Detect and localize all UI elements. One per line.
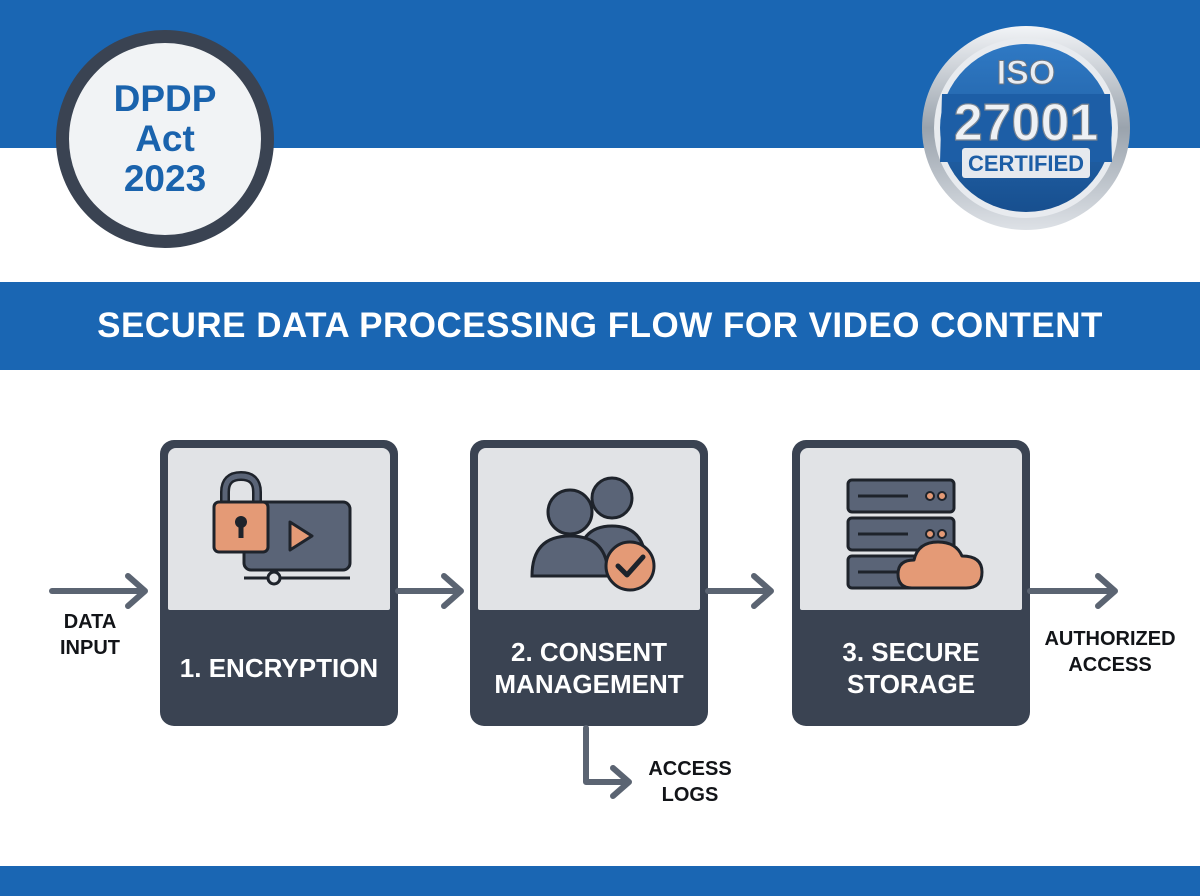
step-card-consent: 2. CONSENT MANAGEMENT [470,440,708,726]
step-card-storage: 3. SECURE STORAGE [792,440,1030,726]
step-card-icon-area [478,448,700,610]
output-arrow [1027,573,1118,609]
dpdp-badge-line: DPDP [113,78,217,119]
flow-arrow [705,573,774,609]
diagram-title: SECURE DATA PROCESSING FLOW FOR VIDEO CO… [97,306,1103,345]
iso-seal-graphic: ISO 27001 CERTIFIED [922,26,1130,230]
iso-seal-text: 27001 [954,94,1099,152]
dpdp-act-badge: DPDP Act 2023 [56,30,274,248]
step-label-line: MANAGEMENT [494,669,684,699]
iso-certified-seal: ISO 27001 CERTIFIED [920,24,1132,232]
bottom-banner [0,866,1200,896]
access-logs-label-line: ACCESS [648,758,732,780]
dpdp-badge-line: 2023 [123,158,207,199]
iso-seal-text: CERTIFIED [968,151,1084,176]
branch-arrow [583,725,632,799]
step-card-icon-area [800,448,1022,610]
step-label-line: STORAGE [846,669,976,699]
dpdp-badge-line: Act [135,118,195,159]
users-check-icon [530,476,656,592]
step-card-encryption: 1. ENCRYPTION [160,440,398,726]
server-cloud-icon [846,478,984,590]
access-logs-label: ACCESS LOGS [636,756,744,808]
access-logs-label-line: LOGS [661,784,719,806]
authorized-access-label: AUTHORIZED ACCESS [1030,626,1190,678]
input-arrow [49,573,148,609]
step-label: 1. ENCRYPTION [160,610,398,726]
data-input-label: DATA INPUT [40,609,140,661]
step-label-line: 3. SECURE [842,637,980,667]
step-card-icon-area [168,448,390,610]
iso-seal-text: ISO [997,54,1056,92]
title-banner: SECURE DATA PROCESSING FLOW FOR VIDEO CO… [0,282,1200,370]
step-label-line: 1. ENCRYPTION [179,653,379,683]
authorized-access-label-line: AUTHORIZED [1044,628,1176,650]
data-input-label-line: INPUT [60,637,120,659]
step-label: 2. CONSENT MANAGEMENT [470,610,708,726]
flow-arrow [395,573,464,609]
step-label: 3. SECURE STORAGE [792,610,1030,726]
lock-video-icon [212,470,352,586]
authorized-access-label-line: ACCESS [1068,654,1152,676]
step-label-line: 2. CONSENT [510,637,668,667]
data-input-label-line: DATA [63,611,117,633]
